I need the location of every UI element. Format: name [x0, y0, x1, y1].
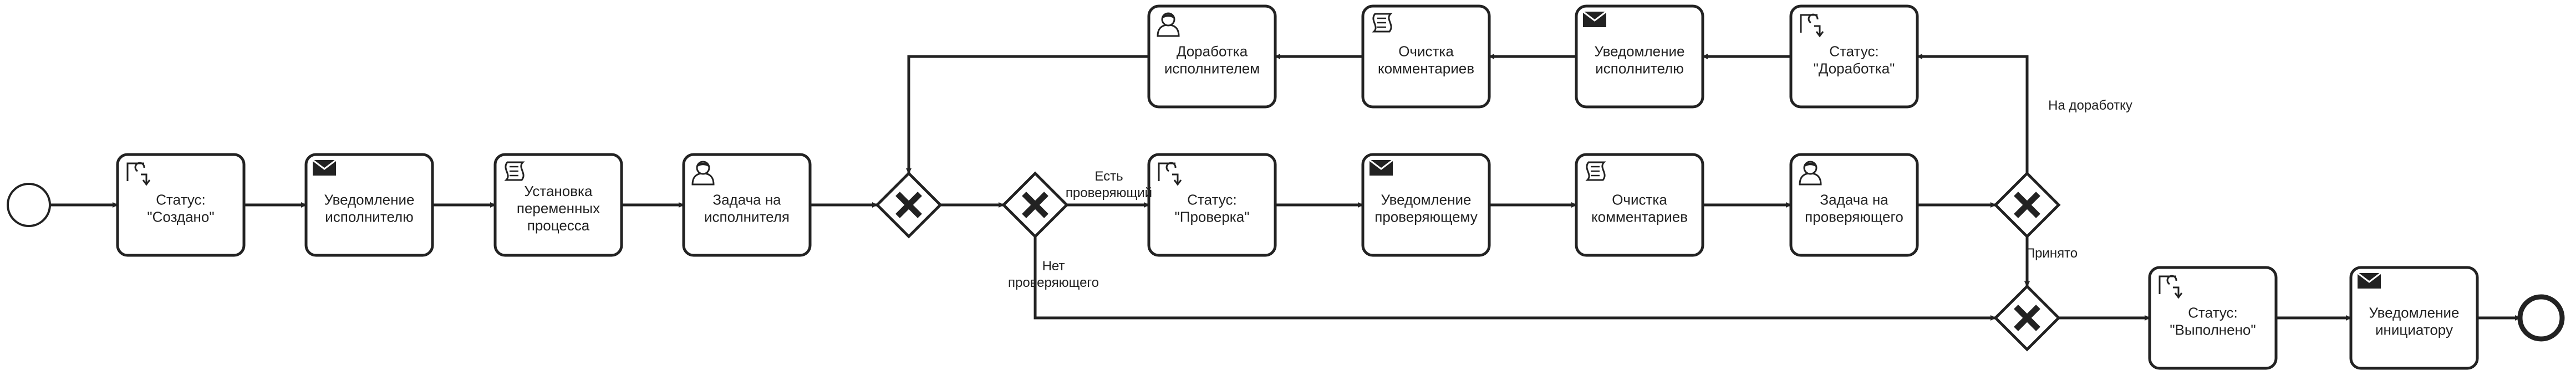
task-label: исполнителем — [1164, 60, 1260, 76]
task-t13: Статус:"Выполнено" — [2148, 266, 2278, 370]
user-icon — [691, 161, 715, 186]
script-icon — [1800, 13, 1824, 38]
exclusive-gateway-g4 — [1993, 284, 2061, 352]
task-label: Доработка — [1177, 43, 1248, 59]
flow-label-has-reviewer: Есть — [1094, 169, 1123, 184]
task-label: Задача на — [712, 191, 781, 208]
user-icon — [1799, 161, 1822, 186]
task-label: Установка — [525, 183, 593, 199]
flow-g3-t9 — [1917, 54, 2029, 173]
start-event — [7, 183, 51, 227]
task-label: проверяющему — [1374, 208, 1477, 225]
scroll-icon — [504, 161, 525, 181]
task-label: "Проверка" — [1175, 208, 1250, 225]
task-label: Статус: — [1829, 43, 1878, 59]
flow-label-no-reviewer: проверяющего — [1008, 275, 1099, 290]
flow-g2-g4 — [1034, 236, 1996, 321]
task-label: Очистка — [1398, 43, 1454, 59]
exclusive-gateway-g3 — [1993, 171, 2061, 239]
x-mark-icon — [2014, 192, 2040, 218]
task-label: Уведомление — [324, 191, 415, 208]
user-icon — [1157, 12, 1180, 37]
end-event — [2517, 294, 2565, 342]
task-box — [1361, 4, 1491, 109]
task-label: исполнителя — [704, 208, 790, 225]
script-icon — [1158, 162, 1182, 186]
envelope-icon — [1369, 159, 1393, 176]
x-mark-icon — [2014, 305, 2040, 331]
task-label: "Создано" — [147, 208, 214, 225]
task-box — [304, 153, 434, 257]
task-box — [493, 153, 623, 257]
task-label: комментариев — [1591, 208, 1688, 225]
task-label: Уведомление — [1595, 43, 1685, 59]
task-t1: Статус:"Создано" — [116, 153, 246, 257]
task-box — [682, 153, 812, 257]
envelope-icon — [1582, 11, 1607, 27]
task-label: Уведомление — [2369, 304, 2460, 321]
task-box — [2349, 266, 2479, 370]
sequence-flows — [50, 54, 2521, 321]
task-label: комментариев — [1378, 60, 1474, 76]
task-label: "Выполнено" — [2170, 321, 2256, 338]
scroll-icon — [1585, 161, 1606, 181]
exclusive-gateway-g1 — [875, 171, 943, 239]
script-icon — [2158, 275, 2183, 299]
task-label: процесса — [527, 217, 590, 234]
flow-nodes: Статус:"Создано"УведомлениеисполнителюУс… — [7, 4, 2565, 370]
task-t5: Статус:"Проверка" — [1147, 153, 1277, 257]
task-label: Уведомление — [1381, 191, 1472, 208]
task-box — [1361, 153, 1491, 257]
task-box — [1575, 153, 1704, 257]
task-label: Статус: — [156, 191, 205, 208]
task-label: исполнителю — [325, 208, 413, 225]
flow-label-has-reviewer: проверяющий — [1066, 186, 1152, 200]
flow-label-no-reviewer: Нет — [1042, 259, 1065, 274]
script-icon — [126, 162, 151, 186]
flow-label-accepted: Принято — [2025, 246, 2078, 261]
envelope-icon — [312, 159, 337, 176]
task-t9: Статус:"Доработка" — [1789, 4, 1919, 109]
x-mark-icon — [895, 192, 922, 218]
task-label: исполнителю — [1595, 60, 1683, 76]
flow-t12-g1 — [906, 55, 1149, 174]
task-label: инициатору — [2375, 321, 2453, 338]
task-label: "Доработка" — [1814, 60, 1895, 76]
task-label: Статус: — [1187, 191, 1236, 208]
task-label: проверяющего — [1805, 208, 1903, 225]
x-mark-icon — [1022, 192, 1048, 218]
task-label: Очистка — [1612, 191, 1667, 208]
task-label: переменных — [517, 200, 600, 217]
exclusive-gateway-g2 — [1001, 171, 1069, 239]
task-label: Задача на — [1820, 191, 1888, 208]
flow-label-for-rework: На доработку — [2048, 98, 2132, 113]
task-box — [1789, 153, 1919, 257]
scroll-icon — [1372, 13, 1393, 33]
task-label: Статус: — [2188, 304, 2237, 321]
task-box — [1147, 4, 1277, 109]
task-box — [1575, 4, 1704, 109]
envelope-icon — [2357, 272, 2381, 289]
